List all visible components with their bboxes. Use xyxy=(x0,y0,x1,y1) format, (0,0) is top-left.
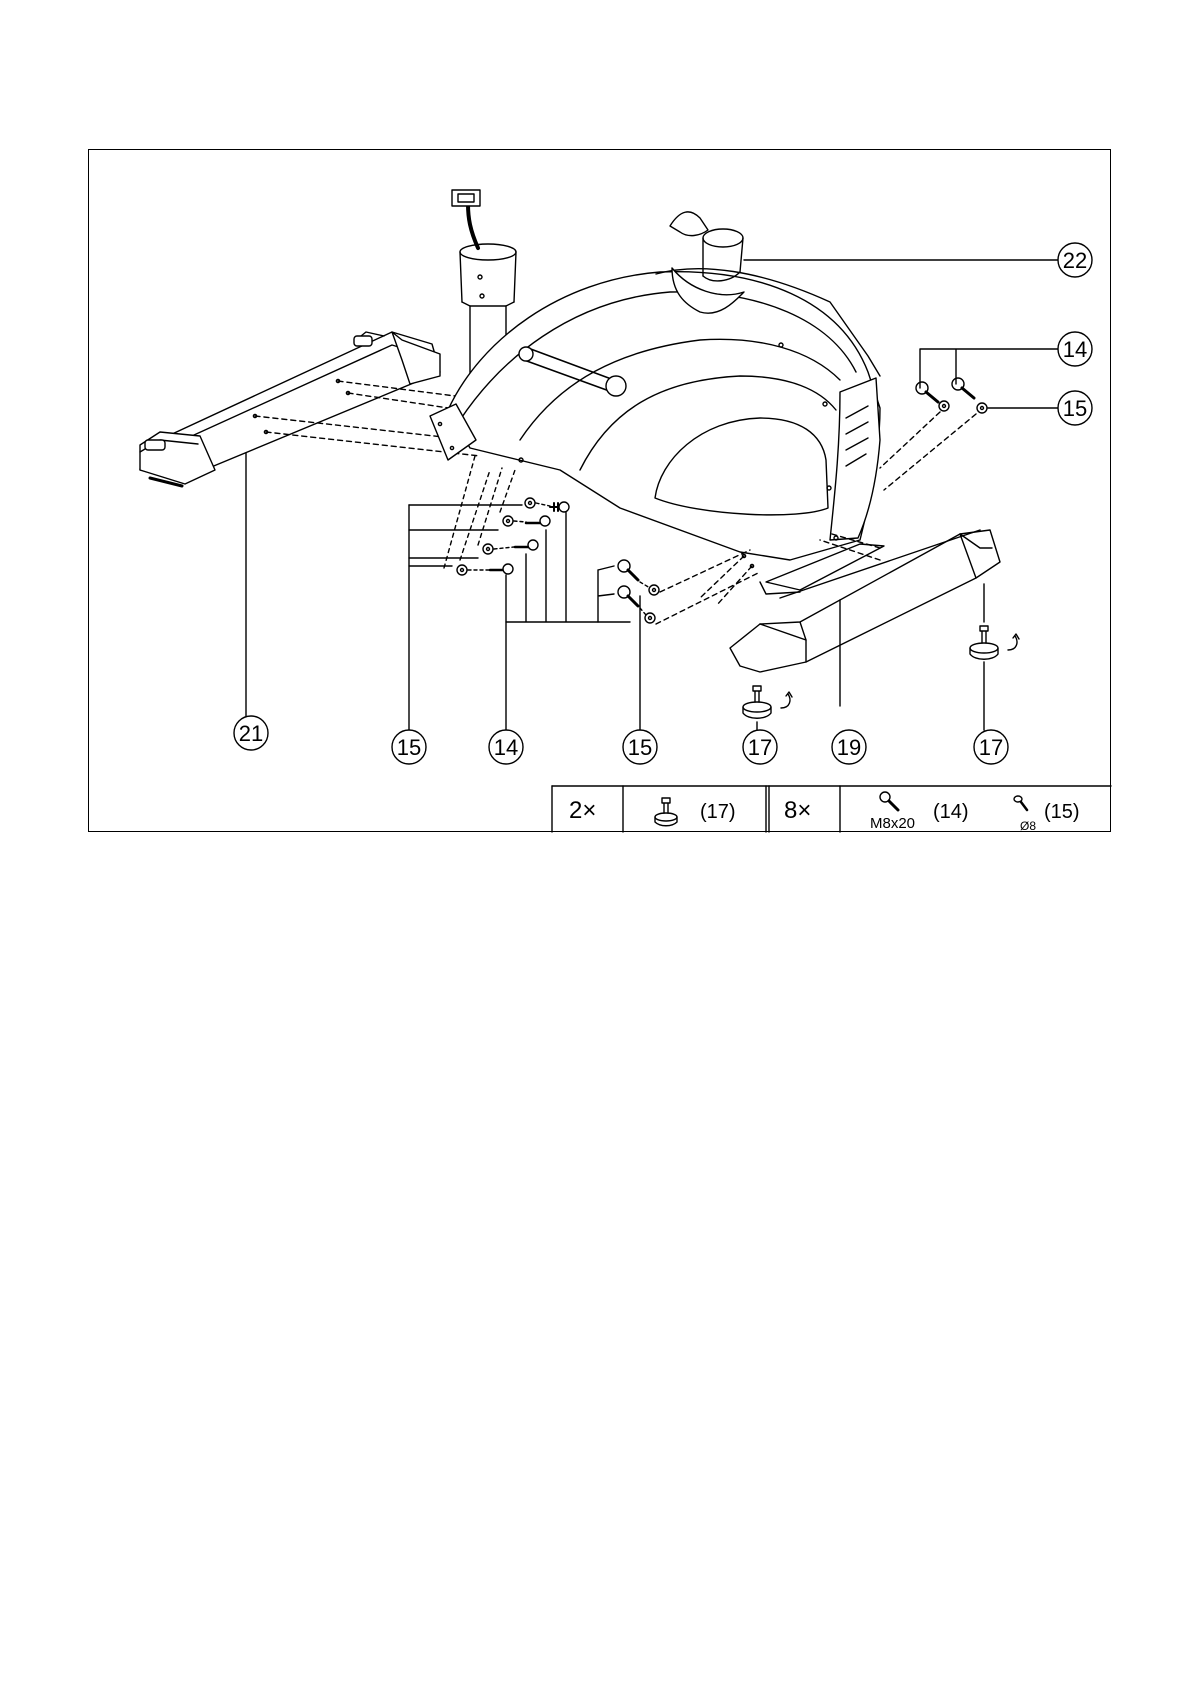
leveling-foot-icon xyxy=(655,798,677,826)
callout-21: 21 xyxy=(239,721,263,746)
callout-19: 19 xyxy=(837,735,861,760)
callout-14-middle: 14 xyxy=(494,735,518,760)
front-stabilizer-part-21 xyxy=(140,332,480,720)
callout-17-left: 17 xyxy=(748,735,772,760)
callout-22: 22 xyxy=(1063,248,1087,273)
leveling-foot-left xyxy=(743,686,792,730)
callout-14-right: 14 xyxy=(1063,337,1087,362)
bolt-spec: M8x20 xyxy=(870,815,915,832)
callout-15-middle: 15 xyxy=(628,735,652,760)
callout-15-left: 15 xyxy=(397,735,421,760)
washer-icon xyxy=(1014,796,1027,810)
leveling-foot-right xyxy=(970,584,1019,730)
quantity-8x: 8× xyxy=(784,797,811,824)
callout-17-right: 17 xyxy=(979,735,1003,760)
washer-spec: Ø8 xyxy=(1020,819,1036,833)
bolts-washers-right-group xyxy=(880,349,1058,490)
callout-15-right: 15 xyxy=(1063,396,1087,421)
bolt-icon xyxy=(880,792,898,810)
leveling-foot-ref: (17) xyxy=(700,801,736,823)
bolt-ref: (14) xyxy=(933,801,969,823)
rear-stabilizer-part-19 xyxy=(700,530,1000,706)
bolts-washers-left-group xyxy=(409,456,630,740)
quantity-2x: 2× xyxy=(569,797,596,824)
washer-ref: (15) xyxy=(1044,801,1080,823)
